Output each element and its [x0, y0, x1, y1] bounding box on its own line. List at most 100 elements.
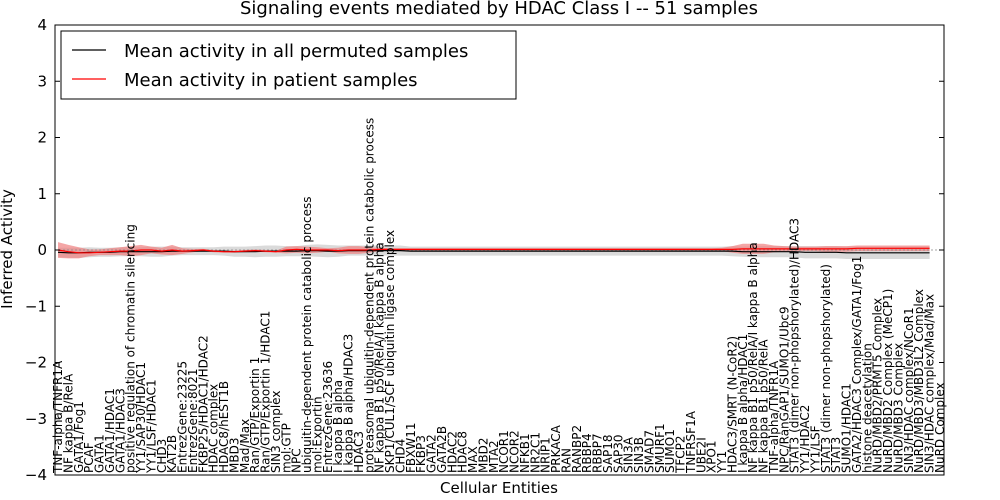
line-series-1	[57, 247, 930, 254]
x-tick-label: mol:Exportin	[310, 396, 324, 473]
y-tick-label: 1	[37, 185, 47, 203]
chart-title: Signaling events mediated by HDAC Class …	[240, 0, 758, 19]
x-tick-label: EntrezGene:23225	[176, 361, 190, 473]
legend: Mean activity in all permuted samples Me…	[60, 30, 517, 100]
x-tick-label: TFCP2	[674, 436, 688, 474]
x-tick-label: SMAD7	[643, 430, 657, 473]
x-tick-label: ubiquitin-dependent protein catabolic pr…	[300, 197, 314, 473]
x-tick-label: TNF-alpha/TNFR1A	[767, 360, 781, 474]
legend-box	[60, 30, 517, 100]
plot-frame	[54, 24, 945, 476]
series-lines	[57, 247, 930, 254]
x-tick-label: mol:GTP	[279, 423, 293, 473]
x-tick-label: FKBP3	[414, 435, 428, 473]
x-tick-label: STAT3	[829, 437, 843, 473]
x-tick-label: NCOR2	[508, 430, 522, 473]
x-tick-label: GATA2	[425, 434, 439, 473]
x-tick-label: positive regulation of chromatin silenci…	[124, 224, 138, 473]
x-tick-label: SUMO1	[663, 429, 677, 473]
x-tick-label: NuRD/MBD3 Complex	[892, 343, 906, 473]
x-tick-label: SIN3/HDAC complex/NCoR1	[902, 307, 916, 473]
x-tick-label: NuRD/MBD2 Complex (MeCP1)	[881, 289, 895, 473]
y-tick-label: 4	[37, 16, 47, 34]
x-tick-label: EntrezGene:8021	[186, 369, 200, 474]
y-axis-label: Inferred Activity	[0, 189, 16, 309]
x-tick-label: YY1/HDAC2	[798, 405, 812, 474]
legend-label-patient: Mean activity in patient samples	[124, 70, 418, 91]
x-tick-label: SIN3A	[622, 436, 636, 473]
x-tick-label: EntrezGene:23636	[321, 361, 335, 473]
x-tick-label: YY1/LSF	[809, 425, 823, 474]
x-tick-label: GATA1/HDAC3	[113, 388, 127, 473]
x-tick-labels: TNF-alpha/TNFR1A NF kappa B/RelAGATA1/Fog…	[51, 118, 947, 474]
y-tick-label: 3	[37, 72, 47, 90]
x-tick-label: SUMO1/HDAC1	[840, 383, 854, 473]
x-tick-label: NF kappa B1 p50/RelA/I kappa B alpha	[746, 242, 760, 473]
y-tick-label: −3	[25, 410, 47, 428]
y-tick-label: 2	[37, 129, 47, 147]
x-tick-label: SIN3 complex	[269, 391, 283, 473]
x-tick-label: UBE2I	[694, 437, 708, 473]
x-tick-label: NuRD/MBD2/PRMT5 Complex	[871, 298, 885, 473]
x-tick-label: GATA2/HDAC3 Complex/GATA1/Fog1	[850, 256, 864, 473]
y-tick-label: 0	[37, 241, 47, 259]
x-tick-label: STAT3 (dimer non-phopshorylated)/HDAC3	[788, 218, 802, 473]
x-tick-label: HDAC2	[445, 431, 459, 473]
x-tick-label: CHD3	[155, 439, 169, 473]
x-tick-label: MTA2	[487, 440, 501, 473]
x-tick-label: STAT3 (dimer non-phopshorylated)	[819, 264, 833, 473]
legend-label-permuted: Mean activity in all permuted samples	[124, 41, 468, 62]
x-tick-label: Mad/Max	[238, 419, 252, 473]
x-tick-label: NF kappa B/RelA	[61, 373, 75, 473]
x-tick-label: GATA1	[93, 434, 107, 473]
x-tick-label: NF kappa B1 p50/RelA	[757, 339, 771, 473]
x-tick-label: TNFRSF1A	[684, 410, 698, 474]
x-tick-label: RBBP7	[591, 433, 605, 473]
x-tick-label: HDAC8	[456, 431, 470, 473]
x-tick-label: Ran/GTP/Exportin 1	[248, 357, 262, 473]
x-tick-label: MBD2	[476, 438, 490, 473]
x-tick-label: HDAC complex	[207, 384, 221, 473]
x-tick-label: HDAC8/hEST1B	[217, 381, 231, 473]
line-series-0	[57, 250, 930, 254]
x-tick-label: YY1/SAP30/HDAC1	[134, 362, 148, 474]
x-tick-label: HDAC3	[352, 431, 366, 473]
x-tick-label: RANBP2	[570, 425, 584, 473]
x-tick-label: NuRD/MBD3/MBD3L2 Complex	[912, 289, 926, 473]
x-tick-label: SAP30	[611, 434, 625, 473]
band-series-1	[58, 242, 930, 259]
x-tick-label: NRIP1	[539, 437, 553, 473]
x-tick-label: RBBP4	[580, 433, 594, 473]
x-tick-label: NPC/RanGAP1/SUMO1/Ubc9	[777, 306, 791, 473]
x-tick-label: histone deacetylation	[860, 343, 874, 473]
x-tick-label: NR2C1	[528, 432, 542, 473]
x-tick-label: PCAF	[82, 442, 96, 473]
x-tick-label: I kappa B alpha/HDAC3	[342, 334, 356, 473]
x-tick-label: GATA1/Fog1	[72, 401, 86, 473]
x-tick-label: NPC	[290, 448, 304, 473]
x-tick-label: Ran/GTP/Exportin 1/HDAC1	[259, 311, 273, 473]
x-tick-label: SKP1/CUL1/SCF ubiquitin ligase complex	[383, 230, 397, 473]
x-tick-label: KAT2B	[165, 435, 179, 473]
y-tick-label: −4	[25, 466, 47, 484]
x-tick-label: CHD4	[393, 439, 407, 473]
x-tick-label: SMURF1	[653, 423, 667, 473]
x-tick-label: HDAC3/SMRT (N-CoR2)	[726, 336, 740, 473]
x-tick-label: SIN3B	[632, 437, 646, 473]
y-tick-label: −1	[25, 297, 47, 315]
x-tick-label: I kappa B alpha/HDAC1	[736, 334, 750, 473]
x-tick-label: YY1/LSF/HDAC1	[144, 379, 158, 474]
y-tick-label: −2	[25, 354, 47, 372]
x-tick-label: PRKACA	[549, 424, 563, 473]
x-tick-label: I kappa B alpha	[331, 380, 345, 473]
x-tick-label: SIN3/HDAC complex/Mad/Max	[923, 294, 937, 473]
x-tick-label: FKBP25/HDAC1/HDAC2	[196, 335, 210, 473]
x-tick-label: XPO1	[705, 440, 719, 473]
x-tick-label: RAN	[559, 448, 573, 473]
y-ticks: −4 −3 −2 −1 0 1 2 3 4	[25, 16, 944, 484]
x-tick-label: FBXW11	[404, 423, 418, 474]
x-tick-label: proteasomal ubiquitin-dependent protein …	[362, 118, 376, 473]
x-axis-label: Cellular Entities	[440, 479, 558, 497]
x-tick-label: NFKB1	[518, 433, 532, 473]
